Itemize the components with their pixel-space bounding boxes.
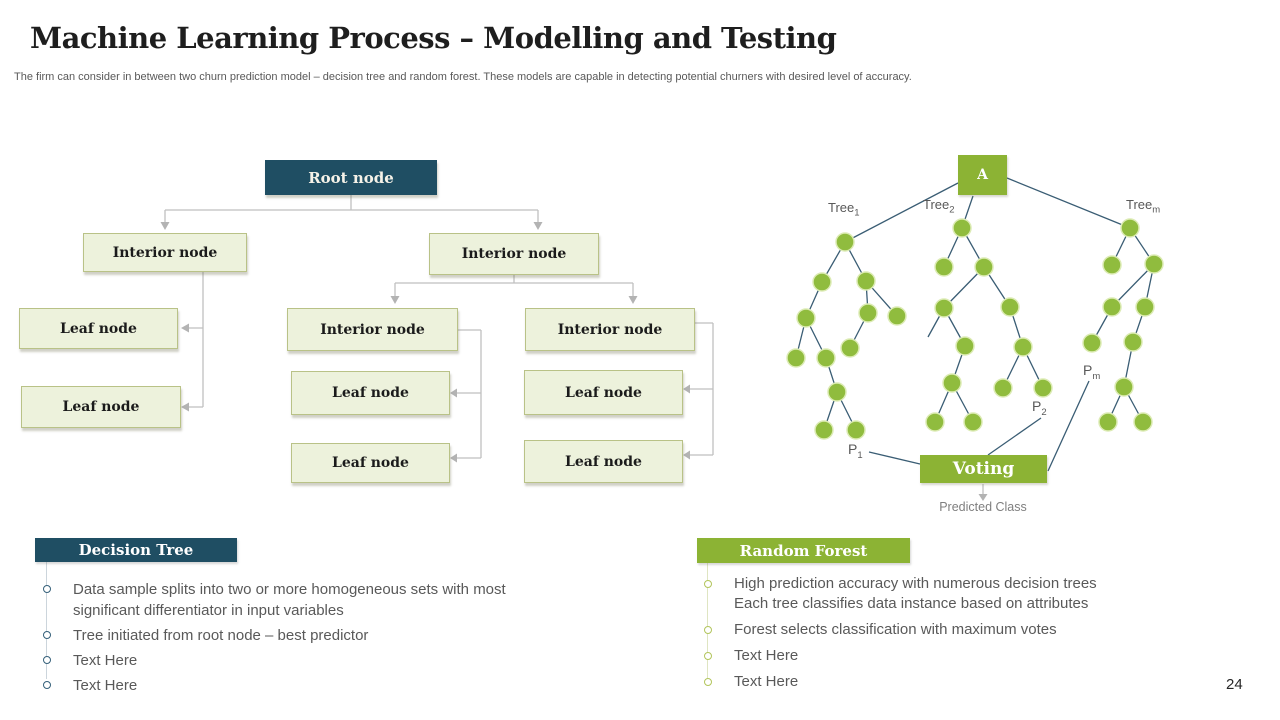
tree-2-edges	[927, 227, 1044, 423]
pm-label-sub: m	[1092, 370, 1101, 382]
interior-node-box: Interior node	[83, 233, 247, 272]
bullet-text: Text Here	[734, 673, 799, 690]
random-forest-bullet-line	[707, 563, 708, 678]
interior-node-box: Interior node	[429, 233, 599, 275]
tree-1-edges	[795, 241, 898, 431]
list-item: Data sample splits into two or more homo…	[34, 579, 558, 621]
voting-box: Voting	[920, 455, 1047, 483]
circle-bullet-icon	[704, 652, 712, 660]
interior-node-box: Interior node	[525, 308, 695, 351]
tree-m-label: Treem	[1126, 197, 1160, 216]
leaf-node-box: Leaf node	[19, 308, 178, 349]
interior-node-box: Interior node	[287, 308, 458, 351]
page-title: Machine Learning Process – Modelling and…	[30, 21, 837, 55]
tree-1-label-sub: 1	[854, 207, 860, 219]
tree-2-label-sub: 2	[949, 204, 955, 216]
circle-bullet-icon	[704, 678, 712, 686]
bullet-text: Data sample splits into two or more homo…	[73, 581, 506, 619]
pm-to-voting	[1047, 380, 1090, 472]
pm-label-text: P	[1083, 362, 1093, 378]
leaf-node-box: Leaf node	[21, 386, 181, 428]
decision-tree-arrowheads	[160, 222, 690, 463]
list-item: Text Here	[34, 650, 558, 671]
leaf-node-box: Leaf node	[291, 443, 450, 483]
circle-bullet-icon	[43, 681, 51, 689]
list-item: Tree initiated from root node – best pre…	[34, 625, 558, 646]
p2-label-sub: 2	[1041, 406, 1047, 418]
p1-label: P1	[848, 441, 863, 461]
p2-label: P2	[1032, 398, 1047, 418]
tree-1-label-text: Tree	[828, 200, 855, 215]
p2-to-voting	[987, 417, 1042, 456]
aggregator-a-box: A	[958, 155, 1007, 195]
list-item: Text Here	[34, 675, 558, 696]
leaf-node-box: Leaf node	[524, 370, 683, 415]
p1-label-text: P	[848, 441, 858, 457]
bullet-text: Text Here	[734, 647, 799, 664]
decision-tree-header: Decision Tree	[35, 538, 237, 562]
list-item: Forest selects classification with maxim…	[695, 620, 1165, 640]
tree-m-label-text: Tree	[1126, 197, 1153, 212]
circle-bullet-icon	[43, 656, 51, 664]
tree-1-label: Tree1	[828, 200, 860, 219]
circle-bullet-icon	[704, 580, 712, 588]
p2-label-text: P	[1032, 398, 1042, 414]
tree-m-edges	[1091, 227, 1155, 423]
tree-m-nodes	[1082, 218, 1164, 432]
circle-bullet-icon	[704, 626, 712, 634]
voting-output-arrow	[978, 484, 988, 501]
leaf-node-box: Leaf node	[291, 371, 450, 415]
bullet-text: Text Here	[73, 652, 138, 669]
root-node-box: Root node	[265, 160, 437, 195]
tree-m-label-sub: m	[1152, 204, 1161, 216]
circle-bullet-icon	[43, 585, 51, 593]
list-item: Text Here	[695, 672, 1165, 692]
page-number: 24	[1226, 676, 1243, 693]
bullet-text: Forest selects classification with maxim…	[734, 621, 1057, 638]
list-item: Text Here	[695, 646, 1165, 666]
bullet-text: High prediction accuracy with numerous d…	[734, 575, 1097, 612]
p1-label-sub: 1	[857, 449, 863, 461]
bullet-text: Text Here	[73, 677, 138, 694]
random-forest-edges	[795, 177, 1155, 472]
decision-tree-bullet-line	[46, 562, 47, 679]
list-item: High prediction accuracy with numerous d…	[695, 574, 1165, 614]
random-forest-nodes	[786, 218, 1164, 440]
circle-bullet-icon	[43, 631, 51, 639]
random-forest-header: Random Forest	[697, 538, 910, 563]
decision-tree-connectors	[164, 195, 714, 459]
tree-1-nodes	[786, 232, 907, 440]
random-forest-bullet-list: High prediction accuracy with numerous d…	[695, 574, 1165, 698]
predicted-class-label: Predicted Class	[939, 500, 1027, 514]
tree-2-label: Tree2	[923, 197, 955, 216]
leaf-node-box: Leaf node	[524, 440, 683, 483]
bullet-text: Tree initiated from root node – best pre…	[73, 627, 369, 644]
tree-2-nodes	[925, 218, 1053, 432]
p1-to-voting	[868, 451, 921, 465]
pm-label: Pm	[1083, 362, 1100, 382]
decision-tree-bullet-list: Data sample splits into two or more homo…	[34, 579, 558, 700]
page-subtitle: The firm can consider in between two chu…	[14, 71, 912, 83]
tree-2-label-text: Tree	[923, 197, 950, 212]
